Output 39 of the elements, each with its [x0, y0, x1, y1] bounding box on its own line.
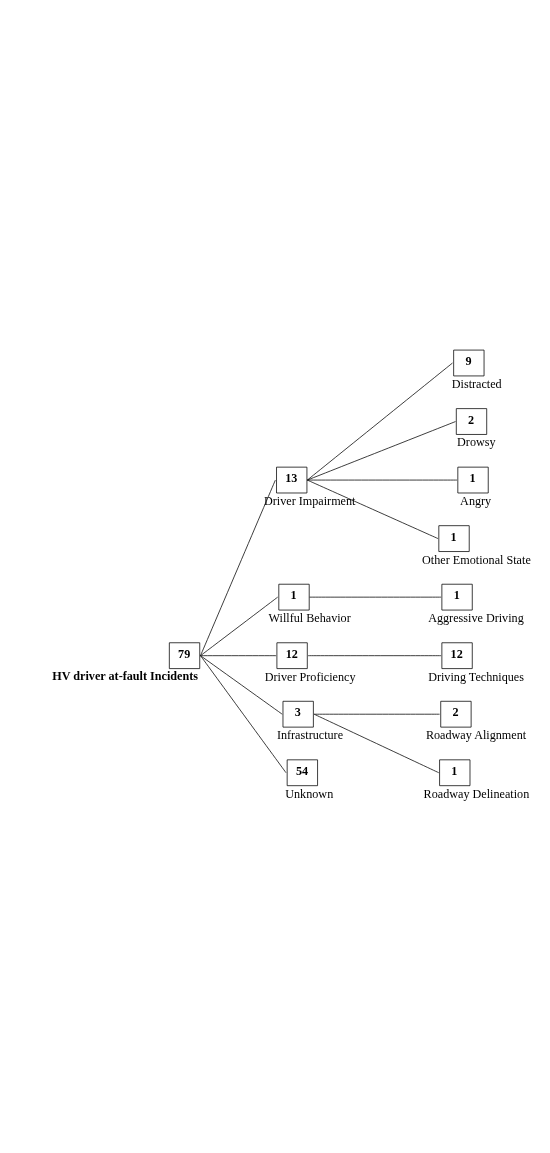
node-label: Driver Impairment [263, 493, 356, 508]
node-box: 1 [441, 583, 473, 610]
node-box: 54 [286, 758, 318, 786]
connector [200, 654, 283, 715]
connector [313, 713, 440, 715]
node-box: 1 [457, 466, 489, 493]
connector [306, 420, 456, 480]
node-label: Other Emotional State [422, 552, 531, 567]
node-box: 79 [168, 641, 201, 669]
connector [313, 713, 440, 773]
node-box: 2 [440, 700, 472, 727]
node-box: 1 [438, 524, 470, 552]
node-label: Roadway Alignment [425, 727, 527, 742]
node-box: 3 [282, 700, 314, 727]
node-box: 1 [439, 758, 471, 786]
node-label: Aggressive Driving [428, 610, 524, 625]
node-label: Drowsy [457, 434, 496, 449]
node-label: Driver Proficiency [264, 669, 356, 684]
node-label: Roadway Delineation [423, 786, 530, 801]
node-label: Distracted [451, 376, 502, 391]
connector [306, 362, 453, 480]
node-box: 9 [453, 349, 485, 376]
connector [200, 654, 277, 656]
connector [306, 479, 439, 539]
node-label: Willful Behavior [268, 610, 351, 625]
connector [200, 654, 287, 773]
connector [200, 596, 279, 656]
node-box: 13 [276, 466, 308, 493]
node-label: Infrastructure [276, 727, 344, 742]
node-label: Driving Techniques [428, 669, 525, 684]
connector [306, 479, 458, 480]
node-box: 1 [278, 583, 310, 610]
node-box: 12 [441, 641, 473, 669]
node-label: HV driver at-fault Incidents [52, 668, 199, 683]
node-box: 12 [276, 641, 308, 669]
node-label: Angry [460, 493, 492, 508]
node-label: Unknown [285, 786, 334, 801]
connector [200, 479, 276, 656]
node-box: 2 [455, 407, 488, 435]
